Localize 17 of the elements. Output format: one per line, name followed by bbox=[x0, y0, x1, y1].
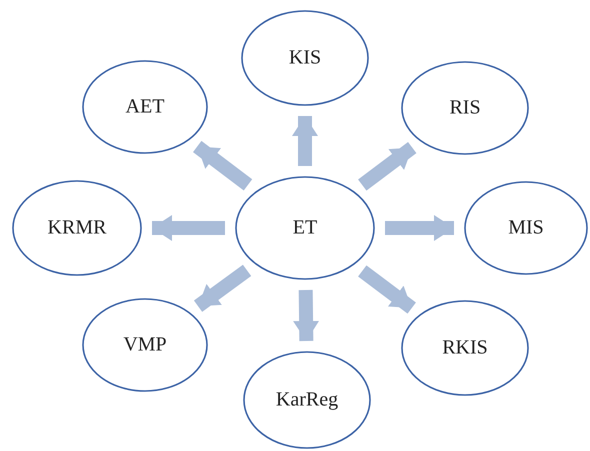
node-label: MIS bbox=[508, 216, 544, 240]
node-label: KIS bbox=[288, 46, 322, 70]
block-arrow bbox=[385, 215, 454, 241]
block-arrow bbox=[358, 142, 416, 191]
node-label: AET bbox=[126, 96, 164, 118]
block-arrow bbox=[194, 264, 252, 312]
block-arrow bbox=[152, 215, 225, 241]
node-label: VMP bbox=[123, 334, 167, 356]
node-label: RKIS bbox=[442, 336, 488, 360]
node-label: RIS bbox=[449, 96, 481, 120]
node-label: KarReg bbox=[276, 388, 338, 412]
node-label: ET bbox=[292, 216, 318, 240]
block-arrow bbox=[292, 116, 318, 166]
block-arrow bbox=[358, 265, 416, 314]
node-label: KRMR bbox=[48, 216, 106, 240]
block-arrow bbox=[192, 140, 252, 190]
block-arrow bbox=[293, 290, 320, 342]
